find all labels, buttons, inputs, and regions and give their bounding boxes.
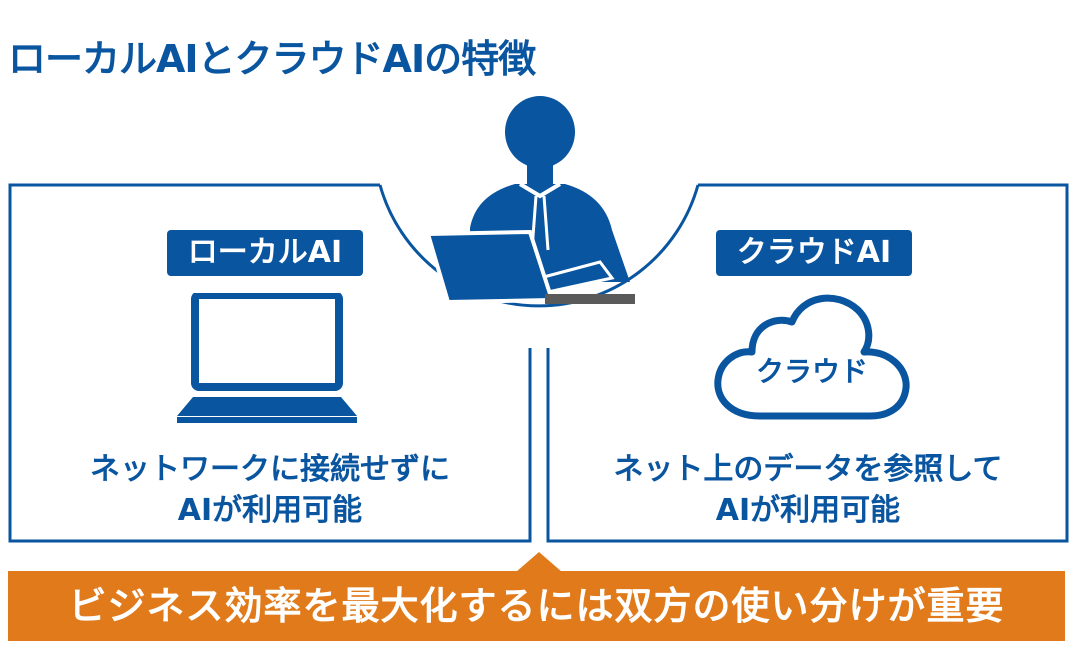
local-desc-line2: AIが利用可能 [177,493,363,528]
cloud-label: クラウド [755,355,868,388]
left-box-outline [8,183,532,543]
person-with-laptop-icon [425,96,635,305]
local-desc-line1: ネットワークに接続せずに [90,452,450,487]
cloud-desc-line1: ネット上のデータを参照して [613,452,1003,487]
center-arc [378,184,700,308]
banner-pointer [516,552,562,572]
cloud-ai-description: ネット上のデータを参照して AIが利用可能 [578,449,1038,531]
right-box-outline [546,183,1069,543]
conclusion-banner: ビジネス効率を最大化するには双方の使い分けが重要 [8,571,1065,641]
page-title: ローカルAIとクラウドAIの特徴 [8,37,536,81]
cloud-desc-line2: AIが利用可能 [715,493,901,528]
local-ai-description: ネットワークに接続せずに AIが利用可能 [40,449,500,531]
laptop-icon [177,293,357,423]
cloud-ai-tag: クラウドAI [716,230,912,276]
cloud-icon: クラウド [712,288,912,424]
local-ai-tag: ローカルAI [167,230,363,276]
